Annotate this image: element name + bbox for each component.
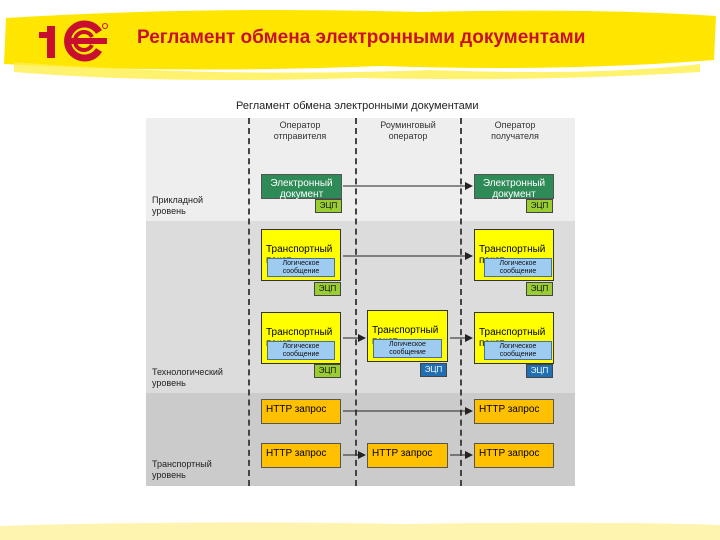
logical-message: Логическое сообщение: [484, 341, 552, 360]
logical-message: Логическое сообщение: [267, 258, 335, 277]
column-divider: [355, 118, 357, 486]
logo-1c-icon: [39, 20, 108, 62]
http-request-sender: HTTP запрос: [261, 399, 341, 424]
logical-message: Логическое сообщение: [484, 258, 552, 277]
column-header-sender: Оператор отправителя: [273, 120, 327, 141]
level-label-application: Прикладной уровень: [152, 195, 204, 216]
http-request-roaming: HTTP запрос: [367, 443, 448, 468]
logical-message: Логическое сообщение: [267, 341, 335, 360]
signature-badge: ЭЦП: [314, 364, 341, 378]
http-request-receiver: HTTP запрос: [474, 399, 554, 424]
level-label-transport: Транспортный уровень: [152, 459, 212, 480]
band-application-level: [146, 118, 575, 221]
electronic-document-sender: Электронный документ: [261, 174, 342, 200]
diagram-title: Регламент обмена электронными документам…: [236, 100, 479, 112]
column-header-roaming: Роуминговый оператор: [380, 120, 436, 141]
header: Регламент обмена электронными документам…: [0, 0, 720, 90]
signature-badge: ЭЦП: [314, 282, 341, 296]
level-label-technological: Технологический уровень: [152, 367, 223, 388]
page-title: Регламент обмена электронными документам…: [137, 27, 586, 48]
signature-badge: ЭЦП: [315, 199, 342, 213]
logical-message: Логическое сообщение: [373, 339, 442, 358]
header-brush-stroke: [4, 10, 716, 80]
signature-badge: ЭЦП: [526, 199, 553, 213]
column-divider: [460, 118, 462, 486]
signature-badge: ЭЦП: [526, 364, 553, 378]
signature-badge: ЭЦП: [420, 363, 447, 377]
signature-badge: ЭЦП: [526, 282, 553, 296]
electronic-document-receiver: Электронный документ: [474, 174, 554, 200]
footer-brush-stroke: [0, 522, 720, 540]
http-request-sender: HTTP запрос: [261, 443, 341, 468]
column-divider: [248, 118, 250, 486]
http-request-receiver: HTTP запрос: [474, 443, 554, 468]
column-header-receiver: Оператор получателя: [491, 120, 539, 141]
